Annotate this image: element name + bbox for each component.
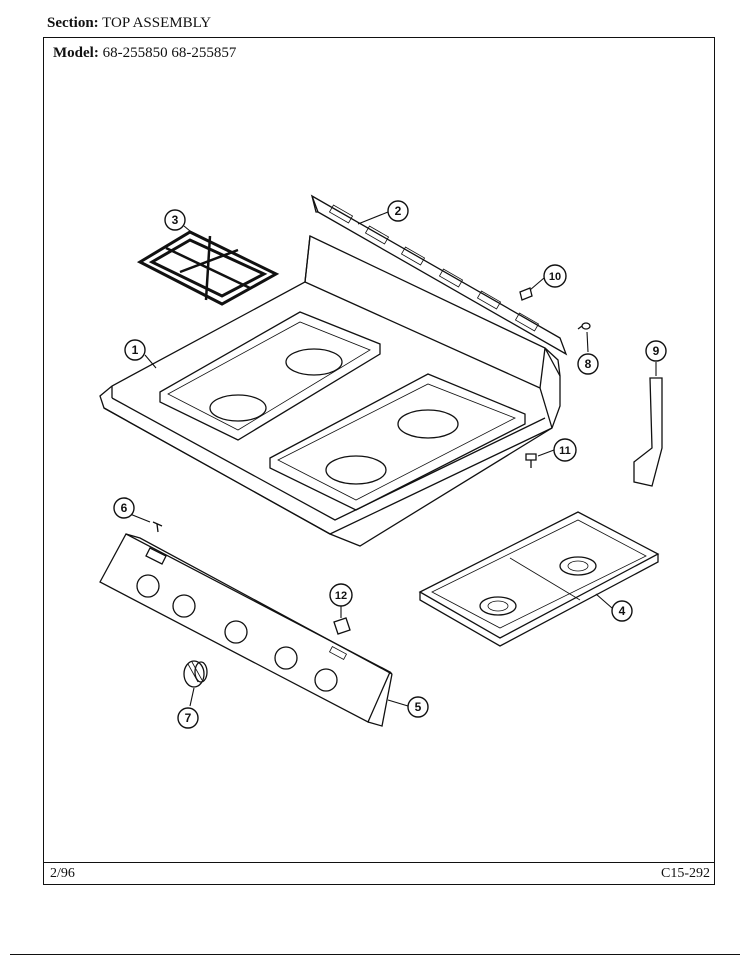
callout-3: 3 [164, 209, 186, 231]
callout-label-7: 7 [185, 711, 192, 725]
footer-code: C15-292 [661, 866, 710, 881]
part-side-trim [633, 377, 663, 487]
part-screw-8 [577, 322, 591, 330]
model-title: Model: 68-255850 68-255857 [53, 45, 236, 62]
callout-12: 12 [329, 583, 353, 607]
callout-4: 4 [611, 600, 633, 622]
part-drip-pan [418, 511, 660, 647]
callout-2: 2 [387, 200, 409, 222]
part-cooktop-top [99, 235, 561, 547]
callout-8: 8 [577, 353, 599, 375]
callout-label-10: 10 [549, 271, 561, 283]
callout-9: 9 [645, 340, 667, 362]
part-screw-6 [152, 521, 163, 533]
callout-label-12: 12 [335, 590, 347, 602]
callout-label-6: 6 [121, 501, 128, 515]
model-value: 68-255850 68-255857 [102, 45, 237, 61]
section-value: TOP ASSEMBLY [102, 15, 212, 31]
section-title: Section: TOP ASSEMBLY [47, 15, 211, 32]
part-screw-11 [525, 453, 537, 468]
callout-6: 6 [113, 497, 135, 519]
callout-1: 1 [124, 339, 146, 361]
part-switch [333, 617, 351, 635]
part-burner-grate [136, 230, 280, 306]
callout-5: 5 [407, 696, 429, 718]
footer-divider [43, 862, 715, 863]
section-label: Section: [47, 15, 99, 31]
callout-label-8: 8 [585, 357, 592, 371]
callout-label-4: 4 [619, 604, 626, 618]
callout-7: 7 [177, 707, 199, 729]
callout-11: 11 [553, 438, 577, 462]
part-clip [519, 287, 533, 301]
callout-10: 10 [543, 264, 567, 288]
callout-label-2: 2 [395, 204, 402, 218]
diagram-frame [43, 37, 715, 885]
callout-label-1: 1 [132, 343, 139, 357]
leader-lines [129, 211, 657, 707]
page-bottom-rule [10, 954, 740, 955]
part-control-panel [99, 533, 393, 727]
callout-label-9: 9 [653, 344, 660, 358]
callout-label-11: 11 [559, 445, 571, 457]
model-label: Model: [53, 45, 99, 61]
footer-date: 2/96 [50, 866, 75, 881]
callout-label-5: 5 [415, 700, 422, 714]
part-vent-trim [310, 194, 568, 356]
callout-label-3: 3 [172, 213, 179, 227]
part-knob [183, 660, 208, 688]
